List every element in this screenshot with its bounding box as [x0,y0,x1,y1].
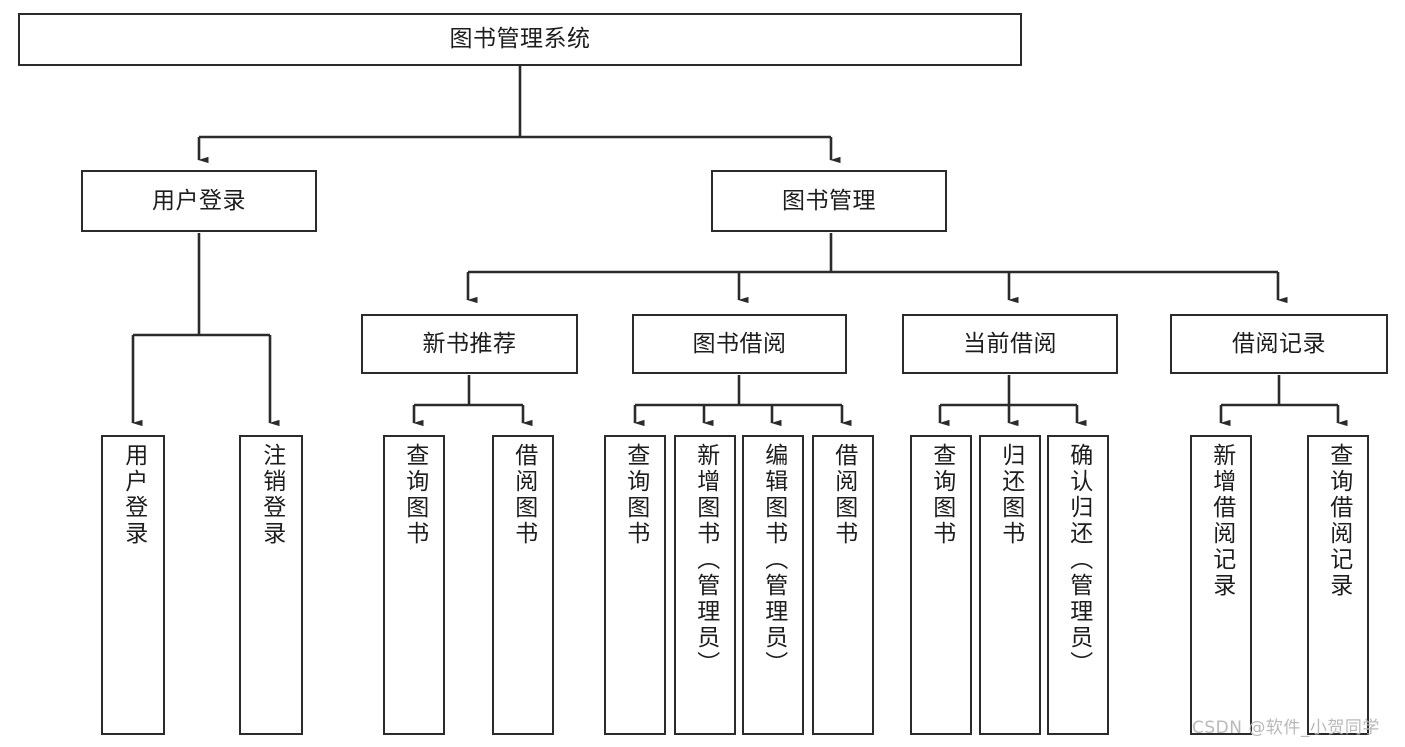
node-label: 借阅记录 [1232,330,1326,357]
node-label: 查询借阅记录 [1325,443,1352,599]
node-label: 查询图书 [401,443,428,547]
node-label: 用户登录 [120,443,147,547]
node-root-system[interactable]: 图书管理系统 [18,13,1022,66]
leaf-book-borrow-borrow[interactable]: 借阅图书 [812,435,874,735]
node-label: 新增借阅记录 [1208,443,1235,599]
node-label: 查询图书 [928,443,955,547]
leaf-borrow-record-query[interactable]: 查询借阅记录 [1307,435,1369,735]
node-user-login[interactable]: 用户登录 [81,170,317,232]
leaf-new-book-borrow[interactable]: 借阅图书 [492,435,554,735]
node-label: 用户登录 [152,187,246,214]
node-label: 编辑图书（管理员） [760,443,787,677]
leaf-current-borrow-query[interactable]: 查询图书 [910,435,972,735]
node-current-borrow[interactable]: 当前借阅 [902,314,1118,374]
edges-borrow-record-to-leaves [1219,375,1348,427]
node-label: 新增图书（管理员） [692,443,719,677]
edges-current-borrow-to-leaves [938,375,1087,427]
edges-book-manage-to-level3 [466,233,1288,304]
leaf-book-borrow-add[interactable]: 新增图书（管理员） [674,435,736,735]
node-label: 图书管理系统 [449,26,591,53]
leaf-book-borrow-edit[interactable]: 编辑图书（管理员） [742,435,804,735]
leaf-book-borrow-query[interactable]: 查询图书 [604,435,666,735]
node-label: 确认归还（管理员） [1065,443,1092,677]
leaf-user-login-logout[interactable]: 注销登录 [239,435,303,735]
csdn-watermark: CSDN @软件_小贺同学 [1192,718,1380,738]
edges-user-login-to-leaves [131,233,280,427]
node-new-book-recommend[interactable]: 新书推荐 [361,314,578,374]
node-label: 注销登录 [258,443,285,547]
edges-root-to-level2 [197,66,841,164]
leaf-borrow-record-add[interactable]: 新增借阅记录 [1190,435,1252,735]
leaf-current-borrow-confirm-return[interactable]: 确认归还（管理员） [1047,435,1109,735]
node-label: 当前借阅 [963,330,1057,357]
node-label: 借阅图书 [830,443,857,547]
node-label: 借阅图书 [510,443,537,547]
node-borrow-record[interactable]: 借阅记录 [1170,314,1388,374]
node-label: 图书借阅 [692,330,787,357]
node-book-borrow[interactable]: 图书借阅 [632,314,847,374]
node-label: 查询图书 [622,443,649,547]
node-label: 归还图书 [997,443,1024,547]
leaf-new-book-query[interactable]: 查询图书 [383,435,445,735]
node-label: 新书推荐 [422,330,517,357]
node-label: 图书管理 [782,187,876,214]
edges-new-book-to-leaves [412,375,533,427]
node-book-management[interactable]: 图书管理 [711,170,947,232]
leaf-current-borrow-return[interactable]: 归还图书 [979,435,1041,735]
leaf-user-login-login[interactable]: 用户登录 [101,435,165,735]
edges-book-borrow-to-leaves [633,375,852,427]
